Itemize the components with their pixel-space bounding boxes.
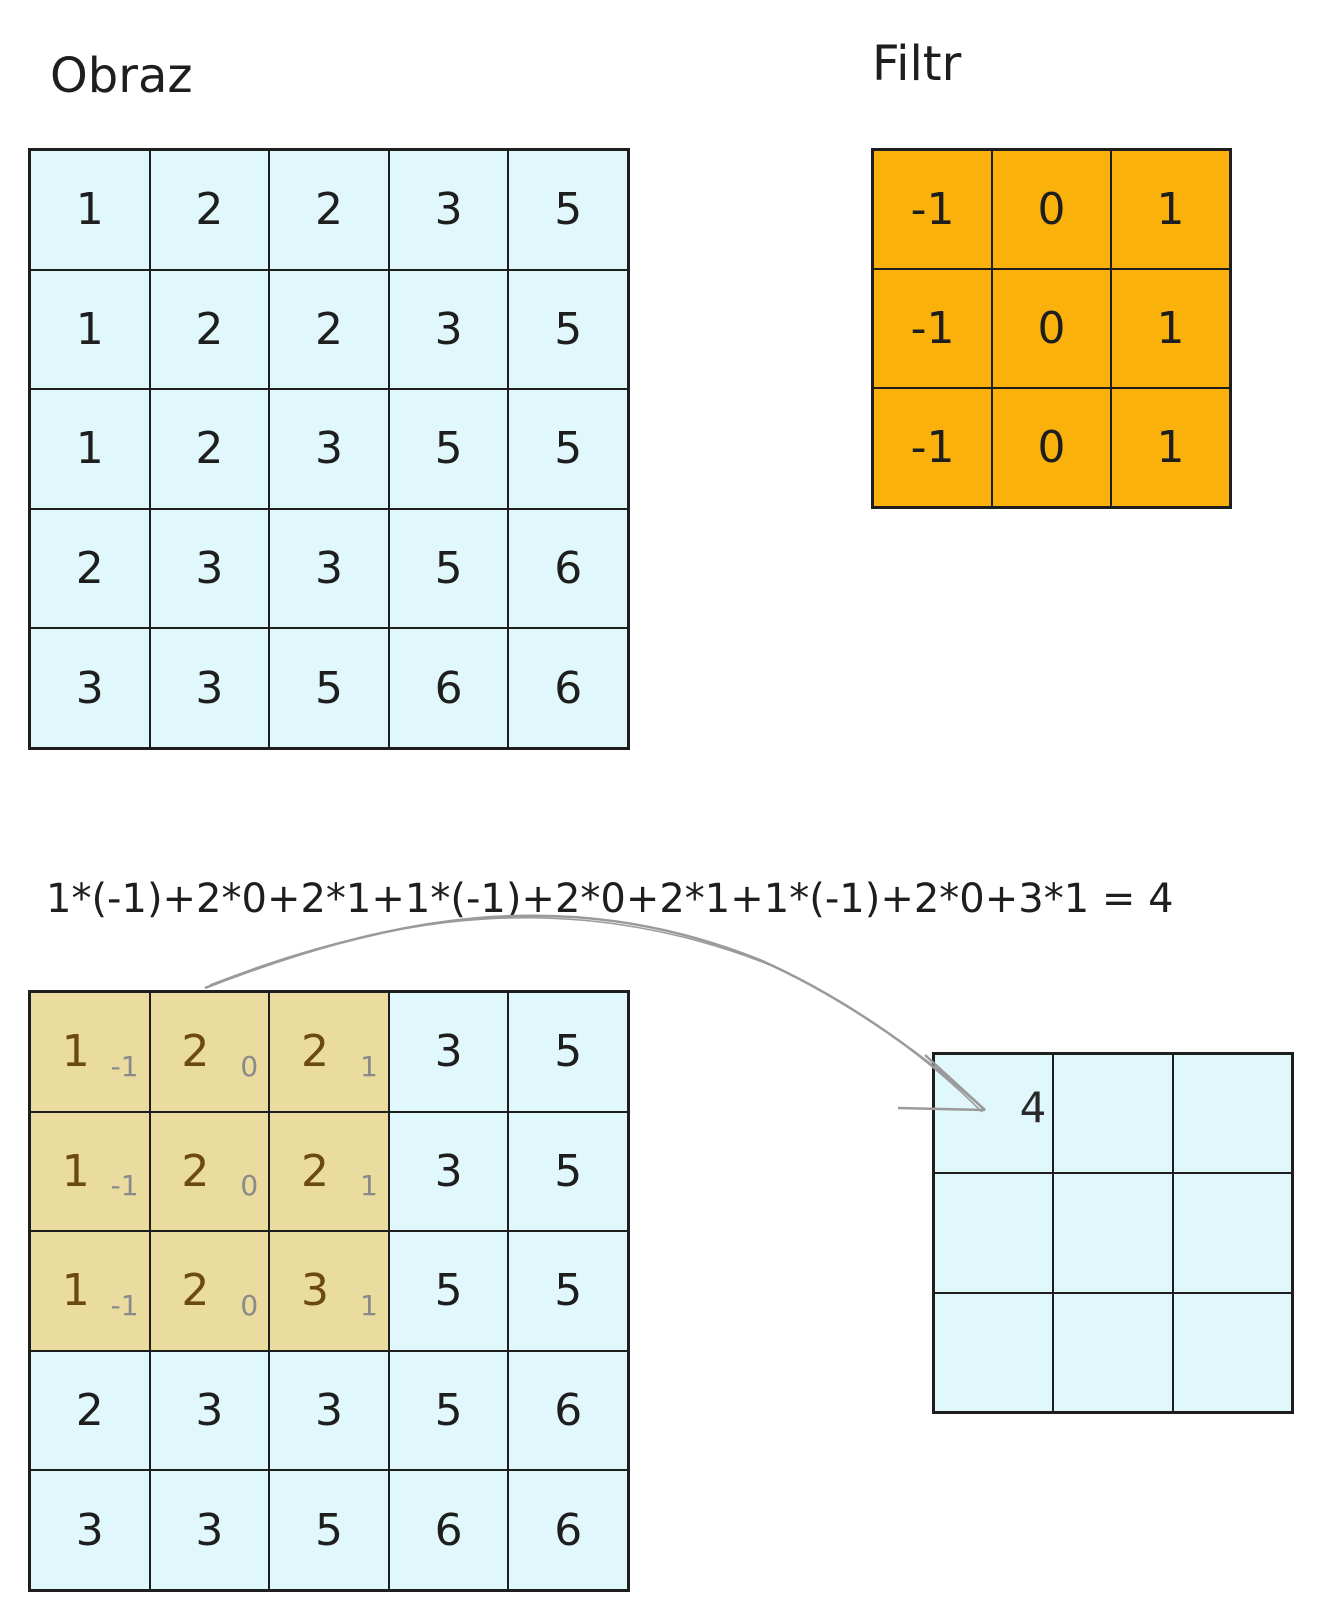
image-cell: 3 — [388, 269, 509, 390]
result-cell: 4 — [934, 1054, 1054, 1174]
highlighted-cell-value: 2 — [181, 1026, 210, 1078]
image-cell: 3 — [388, 992, 509, 1112]
image-cell: 5 — [388, 389, 509, 509]
image-cell: 5 — [508, 269, 628, 390]
image-cell: 6 — [508, 508, 628, 629]
image-title: Obraz — [50, 48, 193, 104]
image-cell: 5 — [388, 1350, 509, 1471]
result-cell — [1172, 1054, 1292, 1174]
image-cell: 2 — [149, 269, 270, 390]
highlighted-cell-value: 2 — [300, 1145, 329, 1197]
result-cell — [1053, 1292, 1173, 1412]
image-cell: 5 — [508, 389, 628, 509]
image-cell: 2 — [30, 1350, 150, 1471]
image-cell: 3 — [149, 1350, 270, 1471]
result-value: 4 — [1019, 1083, 1047, 1133]
image-cell: 2 — [149, 150, 270, 270]
image-cell: 5 — [508, 150, 628, 270]
filter-weight: 0 — [240, 1049, 259, 1083]
image-cell: 5 — [269, 628, 389, 748]
image-cell: 6 — [508, 1470, 628, 1590]
highlighted-cell-value: 3 — [300, 1265, 329, 1317]
highlighted-cell-value: 1 — [61, 1026, 90, 1078]
image-cell: 3 — [269, 389, 389, 509]
filter-cell: 1 — [1111, 269, 1230, 388]
result-cell — [1172, 1292, 1292, 1412]
filter-weight: 1 — [359, 1288, 378, 1322]
filter-cell: 1 — [1111, 150, 1230, 269]
highlighted-cell-value: 2 — [300, 1026, 329, 1078]
image-cell: 2 — [269, 150, 389, 270]
image-cell: 2 — [149, 389, 270, 509]
filter-cell: -1 — [873, 150, 992, 269]
result-cell — [1053, 1054, 1173, 1174]
filter-weight: 1 — [359, 1049, 378, 1083]
image-cell: 5 — [508, 1231, 628, 1351]
filter-title: Filtr — [872, 36, 962, 92]
image-cell: 3 — [388, 150, 509, 270]
result-cell — [1053, 1173, 1173, 1293]
filter-weight: -1 — [110, 1169, 139, 1203]
image-cell: 5 — [269, 1470, 389, 1590]
image-cell: 3 — [269, 508, 389, 629]
filter-cell: 0 — [992, 388, 1111, 507]
filter-cell: -1 — [873, 269, 992, 388]
highlighted-cell-value: 2 — [181, 1145, 210, 1197]
highlighted-cell: 1 -1 — [30, 1231, 150, 1351]
image-cell: 3 — [388, 1111, 509, 1232]
filter-cell: -1 — [873, 388, 992, 507]
image-cell: 3 — [30, 1470, 150, 1590]
image-cell: 5 — [508, 992, 628, 1112]
convolution-formula: 1*(-1)+2*0+2*1+1*(-1)+2*0+2*1+1*(-1)+2*0… — [46, 876, 1174, 922]
result-cell — [1172, 1173, 1292, 1293]
filter-cell: 1 — [1111, 388, 1230, 507]
image-cell: 1 — [30, 269, 150, 390]
highlighted-cell: 1 -1 — [30, 992, 150, 1112]
filter-weight: 0 — [240, 1288, 259, 1322]
filter-cell: 0 — [992, 150, 1111, 269]
result-cell — [934, 1292, 1054, 1412]
image-cell: 5 — [388, 508, 509, 629]
image-cell: 2 — [269, 269, 389, 390]
image-cell: 3 — [149, 1470, 270, 1590]
highlighted-cell: 1 -1 — [30, 1111, 150, 1232]
image-cell: 2 — [30, 508, 150, 629]
image-cell: 3 — [30, 628, 150, 748]
image-cell: 1 — [30, 150, 150, 270]
image-cell: 5 — [508, 1111, 628, 1232]
image-cell: 6 — [388, 1470, 509, 1590]
image-cell: 3 — [149, 628, 270, 748]
result-cell — [934, 1173, 1054, 1293]
result-matrix: 4 — [932, 1052, 1294, 1414]
filter-cell: 0 — [992, 269, 1111, 388]
image-cell: 3 — [269, 1350, 389, 1471]
image-cell: 5 — [388, 1231, 509, 1351]
image-cell: 6 — [508, 628, 628, 748]
highlighted-cell-value: 1 — [61, 1265, 90, 1317]
image-cell: 3 — [149, 508, 270, 629]
filter-weight: 0 — [240, 1169, 259, 1203]
highlighted-cell-value: 2 — [181, 1265, 210, 1317]
filter-weight: 1 — [359, 1169, 378, 1203]
highlighted-cell-value: 1 — [61, 1145, 90, 1197]
filter-weight: -1 — [110, 1288, 139, 1322]
image-cell: 1 — [30, 389, 150, 509]
image-cell: 6 — [508, 1350, 628, 1471]
filter-weight: -1 — [110, 1049, 139, 1083]
image-cell: 6 — [388, 628, 509, 748]
